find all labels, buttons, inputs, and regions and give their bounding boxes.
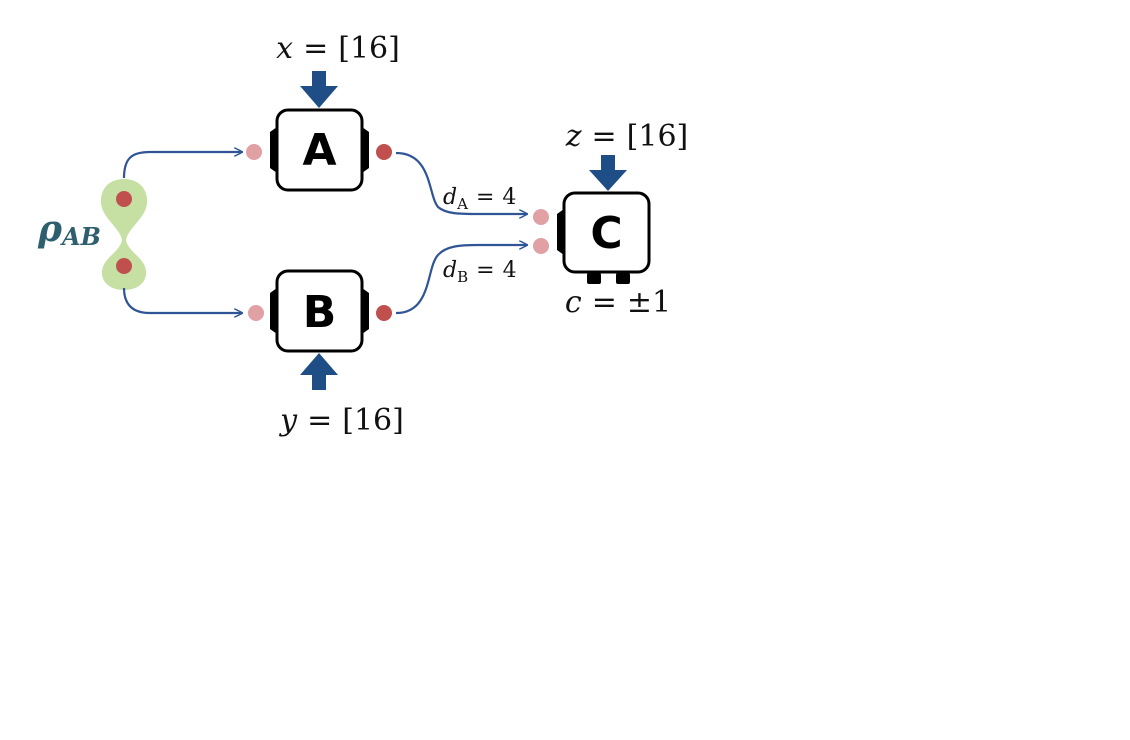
box-c-label: C [590, 208, 622, 259]
box-c-output-leg-right [616, 273, 630, 284]
box-c-output-label: c=±1 [565, 285, 671, 320]
wire-state-to-a [122, 152, 242, 179]
box-b-port-right-flap [362, 288, 369, 334]
box-b-output-port [376, 305, 392, 321]
box-b-input-port [248, 305, 264, 321]
box-c-input-port-top [533, 209, 549, 225]
state-qubit-top [116, 191, 132, 207]
wire-b-to-c [395, 245, 527, 315]
box-a-label: A [302, 125, 336, 176]
box-c: C z=[16] c=±1 [533, 119, 688, 320]
box-a-input-port [246, 144, 262, 160]
box-a: A x=[16] [246, 31, 400, 192]
box-b-input-label: y=[16] [278, 403, 404, 438]
channel-a-dimension-label: dA=4 [443, 185, 516, 213]
box-c-input-arrow [589, 155, 627, 191]
box-c-input-port-bottom [533, 238, 549, 254]
box-c-port-left-flap [557, 209, 564, 255]
box-a-port-right-flap [362, 127, 369, 173]
box-b-port-left-flap [270, 288, 277, 334]
channel-b-dimension-label: dB=4 [443, 258, 517, 286]
box-b: B y=[16] [248, 269, 404, 438]
box-a-input-label: x=[16] [276, 31, 400, 66]
box-c-output-leg-left [587, 273, 601, 284]
state-blob [100, 179, 148, 290]
wire-state-to-b [122, 287, 242, 313]
box-b-input-arrow [300, 353, 338, 390]
box-a-output-port [376, 144, 392, 160]
box-c-input-label: z=[16] [565, 119, 689, 154]
state-qubit-bottom [116, 258, 132, 274]
box-a-input-arrow [300, 71, 338, 108]
shared-state-rho-ab: ρAB [37, 179, 148, 290]
box-a-port-left-flap [270, 127, 277, 173]
state-label: ρAB [37, 208, 101, 251]
box-b-label: B [303, 287, 337, 338]
wire-a-to-c [395, 151, 527, 214]
